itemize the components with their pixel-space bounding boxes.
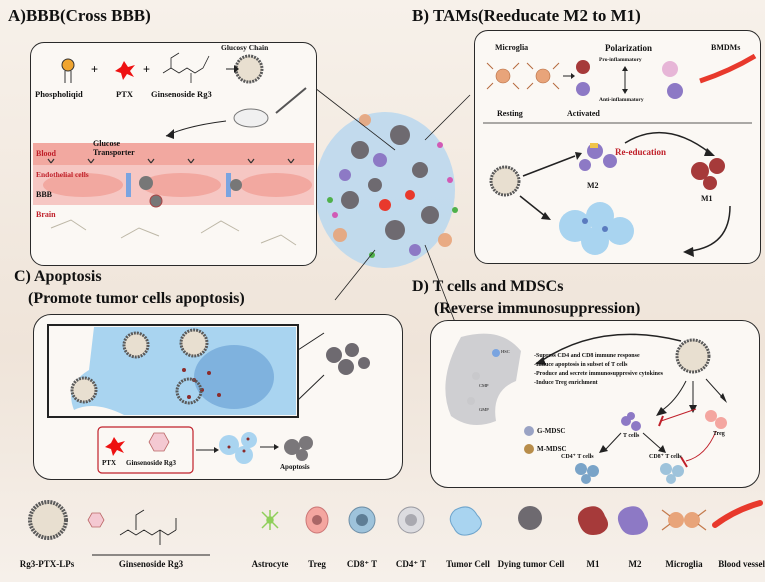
label-cd8: CD8⁺ T cells xyxy=(649,454,682,460)
panel-c-title-2: (Promote tumor cells apoptosis) xyxy=(28,290,245,307)
label-phospholipid: Phospholiqid xyxy=(35,89,83,99)
legend-icon-rg3-ptx-lps xyxy=(28,500,68,540)
label-bbb: BBB xyxy=(36,190,53,199)
panel-d-title-2: (Reverse immunosuppression) xyxy=(434,300,641,317)
label-pro-inflammatory: Pro-inflammatory xyxy=(599,57,642,63)
legend-label-tumor-cell: Tumor Cell xyxy=(446,559,490,569)
legend-icon-dying-tumor-cell xyxy=(518,506,542,530)
legend-icon-astrocyte xyxy=(261,510,279,530)
label-g-mdsc: G-MDSC xyxy=(537,427,566,435)
legend-label-blood-vessel: Blood vessel xyxy=(718,559,765,569)
label-microglia: Microglia xyxy=(495,43,529,52)
legend-icon-microglia xyxy=(661,509,707,531)
label-hsc: HSC xyxy=(501,349,510,354)
legend-icon-ginsenoside-structure xyxy=(119,509,177,545)
panel-a-title: A)BBB(Cross BBB) xyxy=(8,6,151,25)
label-c-ptx: PTX xyxy=(102,459,116,467)
label-d-bullet-2: -Induce apoptosis in subset of T cells xyxy=(534,362,628,368)
label-brain: Brain xyxy=(36,210,56,219)
label-m1: M1 xyxy=(701,194,713,203)
legend-icon-blood-vessel xyxy=(712,500,763,528)
legend-icon-m2 xyxy=(617,506,649,535)
label-d-bullet-3: -Produce and secrete immunosuppresive cy… xyxy=(534,371,663,377)
panel-b: Microglia Polarization BMDMs Pro-inflamm… xyxy=(474,30,761,264)
panel-c: PTX Ginsenoside Rg3 Apoptosis xyxy=(33,314,403,480)
panel-b-graphics xyxy=(483,53,757,257)
legend-label-astrocyte: Astrocyte xyxy=(251,559,289,569)
legend-label-treg: Treg xyxy=(308,559,326,569)
label-glucose-chain: Glucosy Chain xyxy=(221,43,269,52)
label-ptx: PTX xyxy=(116,89,133,99)
label-resting: Resting xyxy=(497,109,523,118)
legend-label-cd4: CD4⁺ T xyxy=(395,559,427,569)
label-cd4: CD4⁺ T cells xyxy=(561,454,594,460)
panel-d-title-1: D) T cells and MDSCs xyxy=(412,278,564,295)
label-t-cells: T cells xyxy=(623,433,640,439)
legend-label-dying-tumor-cell: Dying tumor Cell xyxy=(497,559,565,569)
legend-icon-m1 xyxy=(577,506,609,535)
label-c-rg3: Ginsenoside Rg3 xyxy=(126,459,176,467)
panel-b-title: B) TAMs(Reeducate M2 to M1) xyxy=(412,6,641,25)
legend-label-cd8: CD8⁺ T xyxy=(346,559,378,569)
legend-label-ginsenoside-rg3: Ginsenoside Rg3 xyxy=(118,559,184,569)
legend-label-m1: M1 xyxy=(586,559,600,569)
label-endothelial: Endothelial cells xyxy=(36,170,89,179)
label-activated: Activated xyxy=(567,109,600,118)
label-bmdms: BMDMs xyxy=(711,43,741,52)
legend-icon-tumor-cell xyxy=(449,506,482,536)
label-glucose-transporter: Glucose Transporter xyxy=(93,139,135,157)
label-d-bullet-1: -Supress CD4 and CD8 immune response xyxy=(534,353,640,359)
svg-text:+: + xyxy=(91,62,98,76)
panel-d: -Supress CD4 and CD8 immune response -In… xyxy=(430,320,760,488)
label-d-bullet-4: -Induce Treg enrichment xyxy=(534,380,598,386)
label-anti-inflammatory: Anti-inflammatory xyxy=(599,97,644,103)
svg-text:+: + xyxy=(143,62,150,76)
label-cmp: CMP xyxy=(479,383,489,388)
label-m-mdsc: M-MDSC xyxy=(537,445,567,453)
label-blood: Blood xyxy=(36,149,57,158)
label-rg3: Ginsenoside Rg3 xyxy=(151,89,212,99)
label-reeducation: Re-education xyxy=(615,147,666,157)
label-treg: Treg xyxy=(713,431,725,437)
legend-icon-ginsenoside-hex xyxy=(87,512,105,528)
label-polarization: Polarization xyxy=(605,43,652,53)
legend-label-microglia: Microglia xyxy=(665,559,703,569)
label-gmp: GMP xyxy=(479,407,489,412)
panel-a: + + Phospholiqid PTX Ginsenoside Rg3 Glu… xyxy=(30,42,317,266)
legend-label-rg3-ptx-lps: Rg3-PTX-LPs xyxy=(19,559,75,569)
legend-label-m2: M2 xyxy=(628,559,642,569)
blood-band: + + xyxy=(33,52,314,246)
panel-c-title-1: C) Apoptosis xyxy=(14,268,102,285)
panel-d-graphics xyxy=(445,333,727,484)
panel-c-graphics xyxy=(47,324,370,474)
label-m2: M2 xyxy=(587,181,599,190)
label-apoptosis: Apoptosis xyxy=(280,463,310,471)
